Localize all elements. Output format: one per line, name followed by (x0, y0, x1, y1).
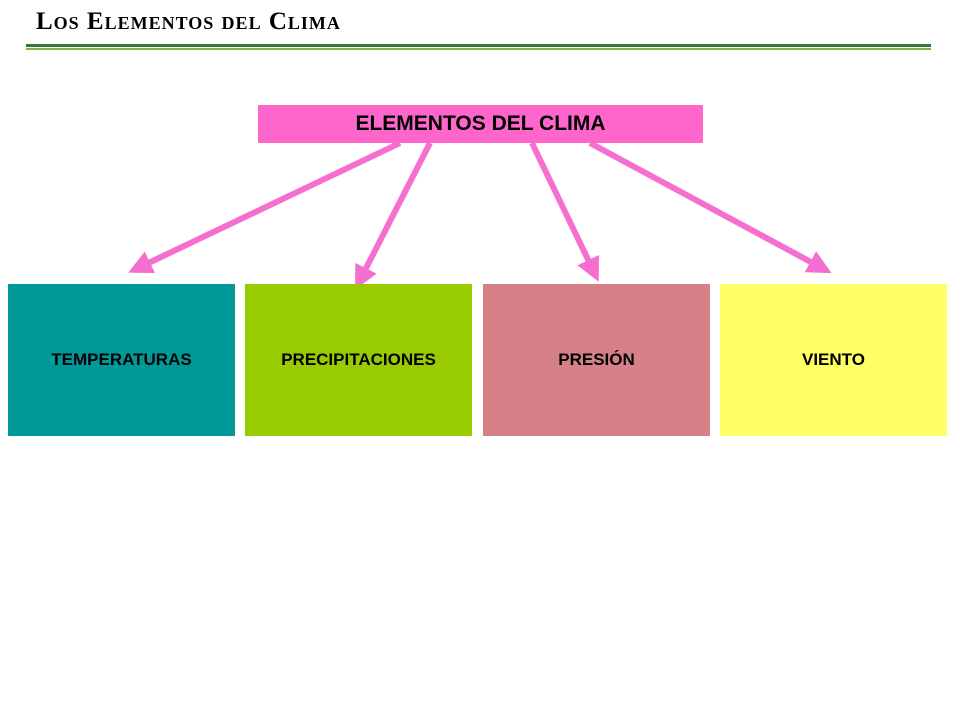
element-node-label: PRECIPITACIONES (281, 350, 436, 369)
root-node-label: ELEMENTOS DEL CLIMA (355, 112, 606, 135)
element-node-precipitaciones: PRECIPITACIONES (245, 284, 472, 436)
element-node-label: PRESIÓN (558, 350, 635, 369)
element-node-label: TEMPERATURAS (51, 350, 192, 369)
element-node-viento: VIENTO (720, 284, 947, 436)
element-node-temperaturas: TEMPERATURAS (8, 284, 235, 436)
arrow-to-precipitaciones (355, 141, 433, 290)
arrow-to-presion (529, 141, 600, 282)
arrow-to-viento (588, 140, 832, 274)
title-underline-secondary (26, 48, 931, 50)
title-underline (26, 44, 931, 47)
slide-title: Los Elementos del Clima (36, 8, 341, 35)
arrow-to-temperaturas (128, 140, 402, 274)
root-node-elementos-del-clima: ELEMENTOS DEL CLIMA (258, 105, 703, 143)
element-node-label: VIENTO (802, 350, 865, 369)
element-node-presion: PRESIÓN (483, 284, 710, 436)
